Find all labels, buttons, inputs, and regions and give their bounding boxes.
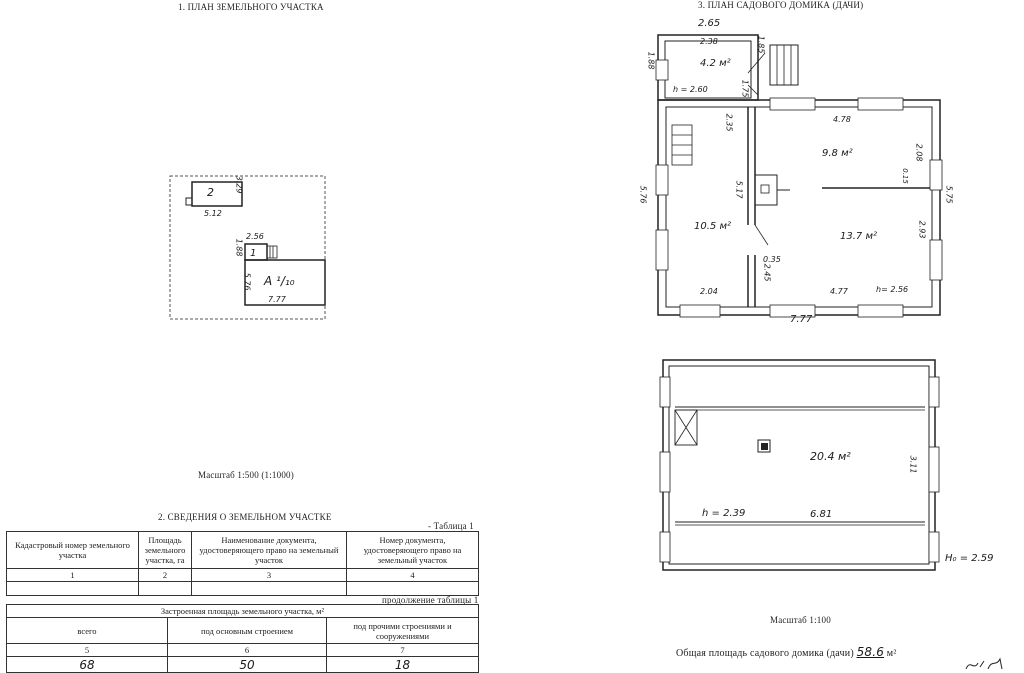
dim-185: 1.85: [756, 35, 766, 54]
b2-width: 5.12: [204, 209, 222, 218]
t1-cell-empty: [138, 581, 192, 596]
t1-cell-empty: [346, 581, 479, 596]
area-204: 20.4 м²: [810, 450, 851, 463]
signature: [965, 657, 1003, 670]
building-1-number: 1: [250, 248, 257, 259]
section-2-title: 2. СВЕДЕНИЯ О ЗЕМЕЛЬНОМ УЧАСТКЕ: [158, 512, 332, 522]
dim-238: 2.38: [700, 37, 718, 46]
t2-header-2: под основным строением: [167, 617, 327, 644]
dim-035: 0.35: [763, 255, 781, 264]
building-a-label: А ¹/₁₀: [264, 274, 295, 288]
total-area-label: Общая площадь садового домика (дачи): [676, 648, 854, 659]
site-plan-title: 1. ПЛАН ЗЕМЕЛЬНОГО УЧАСТКА: [178, 2, 324, 12]
dim-517: 5.17: [734, 180, 744, 199]
t1-header-1: Кадастровый номер земельного участка: [6, 531, 139, 569]
t2-value-other: 18: [326, 656, 479, 673]
height-h0-259: H₀ = 2.59: [945, 553, 994, 564]
b1-height: 1.88: [234, 238, 244, 257]
floor-plan-2: [659, 359, 940, 571]
building-a: [244, 259, 326, 306]
dim-293: 2.93: [917, 220, 927, 239]
t1-col-num: 2: [138, 568, 192, 582]
b2-height: 3.29: [234, 175, 244, 194]
area-105: 10.5 м²: [694, 221, 731, 232]
a-width: 7.77: [268, 295, 286, 304]
dim-175: 1.75: [740, 79, 750, 98]
t1-header-2: Площадь земельного участка, га: [138, 531, 192, 569]
total-area-line: Общая площадь садового домика (дачи) 58.…: [676, 645, 897, 659]
area-137: 13.7 м²: [840, 231, 877, 242]
dim-208: 2.08: [914, 143, 924, 162]
t1-header-3: Наименование документа, удостоверяющего …: [191, 531, 347, 569]
height-260: h = 2.60: [673, 85, 708, 94]
t1-col-num: 4: [346, 568, 479, 582]
b1-width: 2.56: [246, 232, 264, 241]
t2-header-3: под прочими строениями и сооружениями: [326, 617, 479, 644]
t2-title: Застроенная площадь земельного участка, …: [6, 604, 479, 618]
t1-cell-empty: [6, 581, 139, 596]
dim-681: 6.81: [810, 509, 833, 520]
dim-576: 5.76: [638, 185, 648, 204]
height-256: h= 2.56: [876, 285, 909, 294]
t2-col-num: 5: [6, 643, 168, 657]
table-1: Кадастровый номер земельного участка Пло…: [6, 531, 479, 596]
site-plan-drawing: [169, 175, 326, 320]
floor-plan-1: [655, 34, 943, 318]
area-42: 4.2 м²: [700, 58, 731, 69]
building-2: [191, 181, 243, 207]
dim-015: 0.15: [900, 168, 909, 184]
height-239: h = 2.39: [702, 508, 746, 519]
dim-245: 2.45: [762, 263, 772, 282]
dim-235: 2.35: [724, 113, 734, 132]
t2-col-num: 6: [167, 643, 327, 657]
a-height: 5.76: [242, 272, 252, 291]
t1-cell-empty: [191, 581, 347, 596]
t2-value-main: 50: [167, 656, 327, 673]
area-98: 9.8 м²: [822, 148, 853, 159]
t1-header-4: Номер документа, удостоверяющего право н…: [346, 531, 479, 569]
table-1-label: - Таблица 1: [428, 521, 474, 531]
total-area-value: 58.6: [856, 645, 885, 659]
t2-col-num: 7: [326, 643, 479, 657]
dim-478: 4.78: [833, 115, 851, 124]
dim-777: 7.77: [790, 314, 813, 325]
dim-575: 5.75: [944, 185, 954, 204]
house-scale: Масштаб 1:100: [770, 615, 831, 625]
dim-204: 2.04: [700, 287, 718, 296]
table-continuation-label: продолжение таблицы 1: [382, 595, 479, 605]
total-area-unit: м²: [886, 648, 897, 659]
t2-header-1: всего: [6, 617, 168, 644]
dim-477: 4.77: [830, 287, 848, 296]
t1-col-num: 3: [191, 568, 347, 582]
building-2-number: 2: [207, 186, 214, 199]
t2-value-total: 68: [6, 656, 168, 673]
house-plan-title: 3. ПЛАН САДОВОГО ДОМИКА (ДАЧИ): [698, 0, 864, 10]
table-2: Застроенная площадь земельного участка, …: [6, 604, 479, 673]
dim-311: 3.11: [908, 455, 918, 474]
t1-col-num: 1: [6, 568, 139, 582]
dim-188: 1.88: [646, 51, 656, 70]
site-scale: Масштаб 1:500 (1:1000): [198, 470, 294, 480]
dim-265: 2.65: [698, 18, 721, 29]
